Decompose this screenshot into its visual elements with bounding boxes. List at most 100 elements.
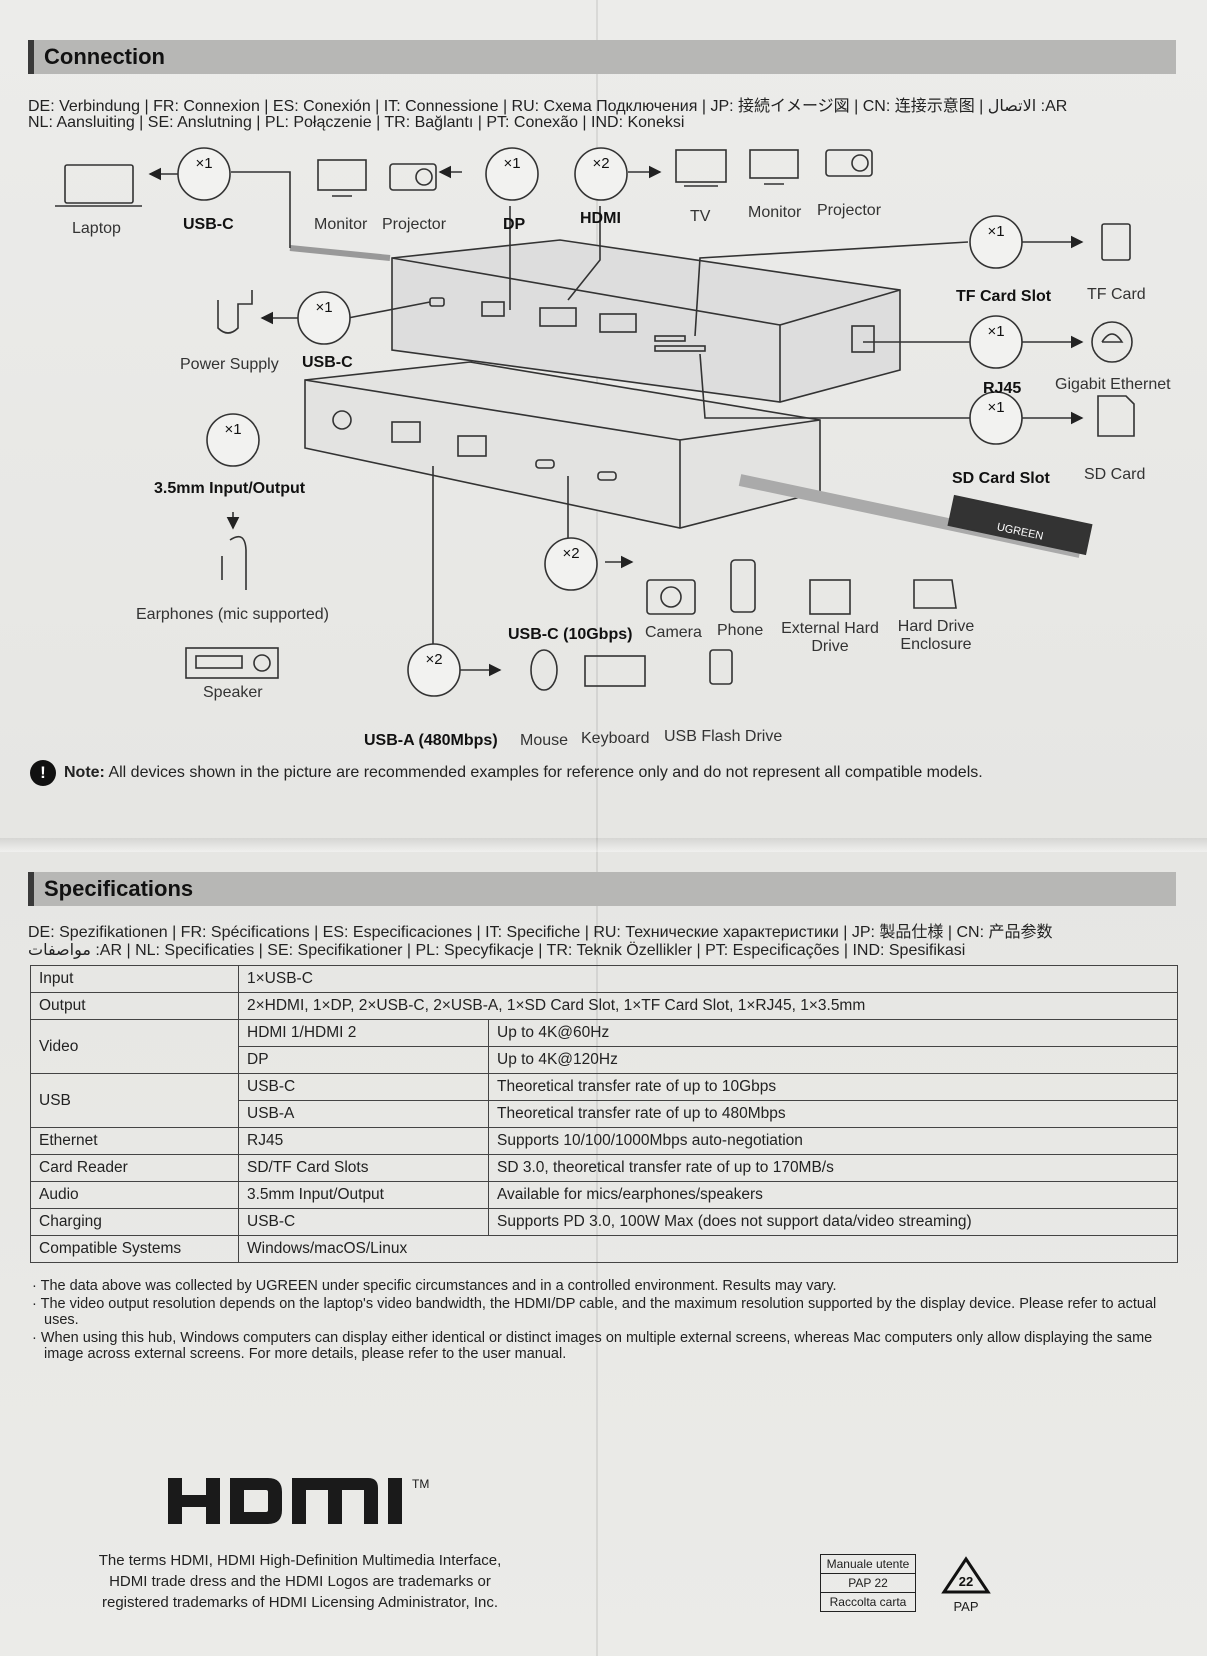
projector-icon [389, 163, 437, 191]
label-speaker: Speaker [203, 684, 263, 701]
monitor-icon [317, 159, 367, 197]
usb-flash-icon [709, 649, 733, 685]
label-tf-card: TF Card [1087, 286, 1146, 303]
label-power-supply: Power Supply [180, 356, 279, 373]
connection-title: Connection [44, 44, 165, 69]
speaker-icon [185, 647, 279, 679]
connection-lang-line-2: NL: Aansluiting | SE: Anslutning | PL: P… [28, 114, 685, 131]
mouse-icon [530, 649, 558, 691]
spec-charging-sub: USB-C [238, 1208, 489, 1236]
label-laptop: Laptop [72, 220, 121, 237]
table-row: Audio 3.5mm Input/Output Available for m… [30, 1181, 1178, 1209]
spec-usb-val1: Theoretical transfer rate of up to 10Gbp… [488, 1073, 1178, 1101]
label-hdmi: HDMI [580, 210, 621, 227]
label-audio-port: 3.5mm Input/Output [154, 480, 306, 497]
monitor-icon-2 [749, 149, 799, 185]
label-gigabit-ethernet: Gigabit Ethernet [1055, 376, 1171, 393]
table-row: Card Reader SD/TF Card Slots SD 3.0, the… [30, 1154, 1178, 1182]
label-usba-480: USB-A (480Mbps) [364, 732, 498, 749]
label-projector-1: Projector [382, 216, 447, 233]
spec-lang-line-2: مواصفات :AR | NL: Specificaties | SE: Sp… [28, 942, 966, 959]
hdmi-tm: TM [412, 1477, 429, 1491]
spec-video-val2: Up to 4K@120Hz [488, 1046, 1178, 1074]
label-dp: DP [503, 216, 526, 233]
fold-line-horizontal [0, 838, 1207, 852]
table-row: Ethernet RJ45 Supports 10/100/1000Mbps a… [30, 1127, 1178, 1155]
specifications-title: Specifications [44, 876, 194, 901]
note-text: All devices shown in the picture are rec… [108, 764, 983, 781]
spec-video-val1: Up to 4K@60Hz [488, 1019, 1178, 1047]
phone-icon [730, 559, 756, 613]
hdmi-logo: TM [168, 1470, 468, 1539]
camera-icon [646, 579, 696, 615]
label-keyboard: Keyboard [581, 730, 650, 747]
badge-rj45: ×1 [987, 323, 1004, 340]
hdd-enclosure-icon [913, 579, 957, 609]
label-rj45: RJ45 [983, 380, 1022, 397]
table-row: Input 1×USB-C [30, 965, 1178, 993]
tf-card-icon [1101, 223, 1131, 261]
footnote-1: · The data above was collected by UGREEN… [32, 1278, 837, 1294]
footnote-3: · When using this hub, Windows computers… [32, 1330, 1153, 1362]
spec-footnotes: · The data above was collected by UGREEN… [32, 1278, 1172, 1364]
power-supply-icon [217, 290, 253, 334]
connection-note: ! Note: All devices shown in the picture… [30, 760, 983, 786]
laptop-icon [55, 164, 142, 207]
label-monitor-1: Monitor [314, 216, 368, 233]
hub-top-body [391, 239, 901, 403]
hdmi-trademark-text: The terms HDMI, HDMI High-Definition Mul… [98, 1552, 502, 1611]
label-phone: Phone [717, 622, 764, 639]
badge-usbc-top: ×1 [195, 155, 212, 172]
badge-usba: ×2 [425, 651, 442, 668]
footnote-2: · The video output resolution depends on… [32, 1296, 1157, 1328]
label-camera: Camera [645, 624, 702, 641]
recycle-symbol: 22 PAP [940, 1556, 992, 1614]
spec-usb-sub1: USB-C [238, 1073, 489, 1101]
manual-box-line-1: Manuale utente [821, 1555, 915, 1574]
diagram-artwork: ×1 ×1 ×2 ×1 ×1 ×1 ×1 ×1 ×2 ×2 UGREEN [55, 147, 1135, 697]
sd-card-icon [1097, 395, 1135, 437]
recycle-icon: 22 [941, 1556, 991, 1594]
label-mouse: Mouse [520, 732, 569, 749]
label-tf-card-slot: TF Card Slot [956, 288, 1052, 305]
label-usb-flash-drive: USB Flash Drive [664, 728, 783, 745]
spec-charging-label: Charging [30, 1208, 239, 1236]
spec-usb-sub2: USB-A [238, 1100, 489, 1128]
label-usbc-10g: USB-C (10Gbps) [508, 626, 633, 643]
badge-dp: ×1 [503, 155, 520, 172]
table-row: DP Up to 4K@120Hz [31, 1046, 1178, 1074]
fold-line-vertical [596, 0, 598, 1656]
label-projector-2: Projector [817, 202, 882, 219]
spec-output-label: Output [30, 992, 239, 1020]
spec-usb-val2: Theoretical transfer rate of up to 480Mb… [488, 1100, 1178, 1128]
spec-audio-val: Available for mics/earphones/speakers [488, 1181, 1178, 1209]
spec-input-value: 1×USB-C [238, 965, 1178, 993]
recycle-label: PAP [953, 1599, 979, 1614]
badge-audio: ×1 [224, 421, 241, 438]
spec-video-sub2: DP [238, 1046, 489, 1074]
spec-ethernet-label: Ethernet [30, 1127, 239, 1155]
manual-box-line-2: PAP 22 [821, 1574, 915, 1593]
label-hdd-enclosure: Hard Drive Enclosure [897, 618, 975, 653]
manual-box-line-3: Raccolta carta [829, 1595, 907, 1609]
hard-drive-icon [809, 579, 851, 615]
badge-usbc-10g: ×2 [562, 545, 579, 562]
spec-video-sub1: HDMI 1/HDMI 2 [238, 1019, 489, 1047]
table-row: Video HDMI 1/HDMI 2 Up to 4K@60Hz [30, 1019, 1178, 1074]
spec-compatible-label: Compatible Systems [30, 1235, 239, 1263]
note-label: Note: [64, 764, 105, 781]
spec-input-label: Input [30, 965, 239, 993]
recycle-number: 22 [959, 1574, 973, 1589]
table-row: Charging USB-C Supports PD 3.0, 100W Max… [30, 1208, 1178, 1236]
spec-table: Input 1×USB-C Output 2×HDMI, 1×DP, 2×USB… [30, 965, 1178, 1263]
connection-diagram: ×1 ×1 ×2 ×1 ×1 ×1 ×1 ×1 ×2 ×2 UGREEN Lap… [0, 140, 1207, 780]
label-earphones: Earphones (mic supported) [136, 606, 329, 623]
spec-card-reader-label: Card Reader [30, 1154, 239, 1182]
earphones-icon [221, 535, 247, 590]
badge-hdmi: ×2 [592, 155, 609, 172]
label-usbc-top: USB-C [183, 216, 234, 233]
badge-sd: ×1 [987, 399, 1004, 416]
label-tv: TV [690, 208, 711, 225]
connection-header: Connection [28, 40, 1176, 74]
